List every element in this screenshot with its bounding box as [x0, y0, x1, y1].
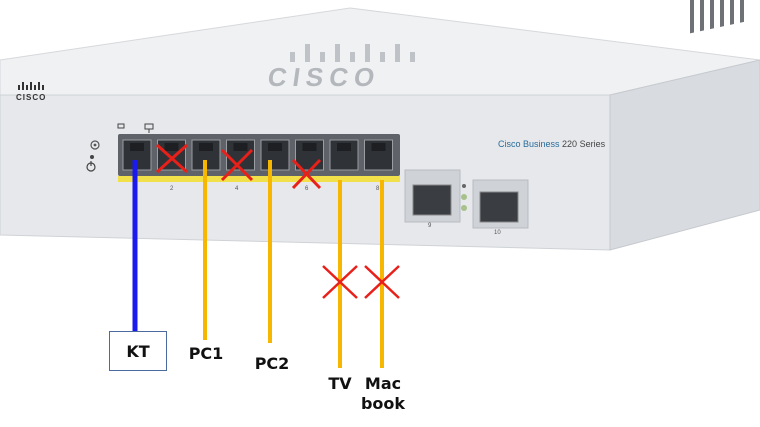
sfp-port-9 — [412, 184, 452, 216]
chassis-top — [0, 7, 760, 96]
rj45-port-latch — [371, 143, 386, 151]
macbook-label-line1: Mac — [364, 374, 402, 393]
cross-mark-icon — [220, 148, 254, 182]
pc1-label: PC1 — [188, 344, 224, 363]
port-number-2: 2 — [170, 186, 174, 192]
chassis-side — [609, 59, 760, 251]
big-logo-bars — [290, 44, 415, 62]
kt-label: KT — [126, 341, 150, 361]
sfp-led-2 — [461, 205, 467, 211]
network-icon — [117, 123, 154, 133]
port-number-4: 4 — [235, 186, 239, 192]
side-vents — [690, 0, 744, 34]
gear-icon — [90, 140, 100, 150]
rj45-port-latch — [268, 143, 282, 151]
macbook-label-line2: book — [360, 394, 406, 413]
sfp-port-10 — [479, 191, 519, 223]
cross-mark-icon — [155, 143, 189, 174]
rj45-port-latch — [337, 143, 351, 151]
cross-mark-icon — [322, 265, 358, 299]
rj45-port-latch — [302, 143, 317, 151]
sfp-led-1 — [461, 194, 467, 200]
macbook-label: Mac book — [360, 374, 406, 414]
cross-mark-icon — [291, 158, 322, 190]
small-cisco-logo: CISCO — [16, 93, 47, 102]
sfp-number-9: 9 — [428, 223, 432, 229]
sfp-led-0 — [462, 184, 466, 188]
tv-label: TV — [328, 374, 352, 393]
model-suffix: 220 Series — [562, 139, 606, 149]
large-cisco-logo: CISCO — [265, 62, 383, 92]
rj45-port-latch — [130, 143, 144, 151]
model-prefix: Cisco Business — [498, 139, 560, 149]
port-number-8: 8 — [376, 186, 380, 192]
port-led-strip — [118, 176, 400, 182]
rj45-port-latch — [233, 143, 248, 151]
pc2-label: PC2 — [254, 354, 290, 373]
kt-label-box: KT — [109, 331, 167, 371]
rj45-port-latch — [199, 143, 213, 151]
status-led — [90, 155, 94, 159]
port-number-6: 6 — [305, 186, 309, 192]
cross-mark-icon — [364, 265, 400, 299]
rj45-port-latch — [164, 143, 179, 151]
small-logo-bars — [18, 82, 44, 90]
power-icon — [86, 161, 96, 172]
sfp-number-10: 10 — [494, 230, 501, 236]
model-label: Cisco Business 220 Series — [498, 139, 605, 149]
